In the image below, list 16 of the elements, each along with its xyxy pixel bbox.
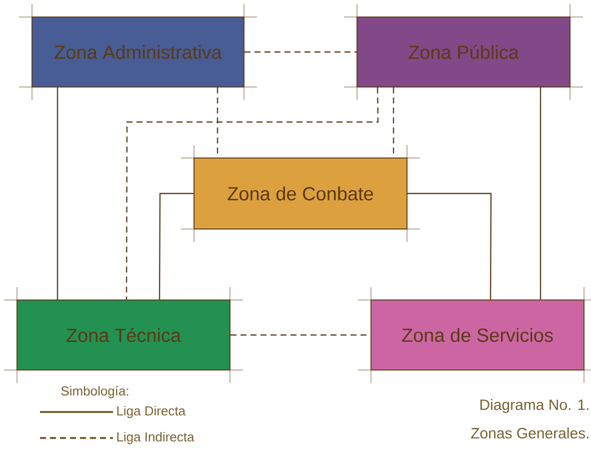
connector-line [244, 51, 356, 53]
legend-heading: Simbología: [61, 386, 128, 398]
connector-line [540, 88, 542, 300]
connector-line [56, 88, 58, 300]
legend-label: Liga Indirecta [117, 432, 194, 444]
zone-box: Zona Técnica [4, 286, 244, 384]
legend-label: Liga Directa [117, 406, 186, 418]
zone-box: Zona Administrativa [18, 4, 258, 100]
zone-box: Zona Pública [344, 4, 584, 100]
caption: Zonas Generales. [471, 428, 588, 438]
connector-line [408, 192, 492, 300]
connector-line [126, 88, 379, 300]
zone-box: Zona de Conbate [180, 144, 420, 242]
connector-line [158, 192, 194, 300]
caption: Diagrama No. 1. [480, 399, 588, 413]
zone-box: Zona de Servicios [358, 286, 591, 384]
